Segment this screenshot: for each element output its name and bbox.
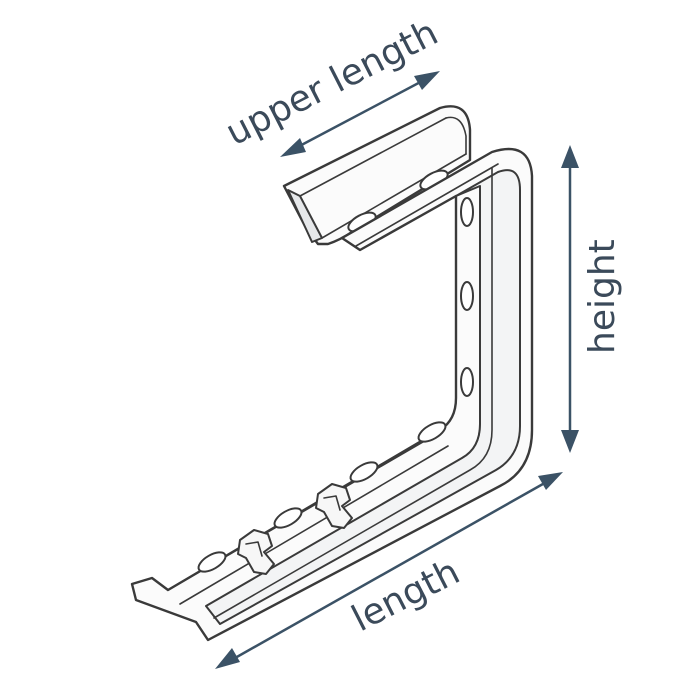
- bracket-drawing: [130, 105, 534, 642]
- main-body: [130, 147, 534, 642]
- height-label: height: [582, 239, 623, 354]
- upper-length-arrow: [280, 71, 440, 157]
- height-arrow: [561, 145, 579, 453]
- lower-clips: [237, 483, 353, 575]
- length-label: length: [345, 551, 466, 640]
- upper-arm: [282, 105, 472, 246]
- length-arrow: [215, 472, 563, 669]
